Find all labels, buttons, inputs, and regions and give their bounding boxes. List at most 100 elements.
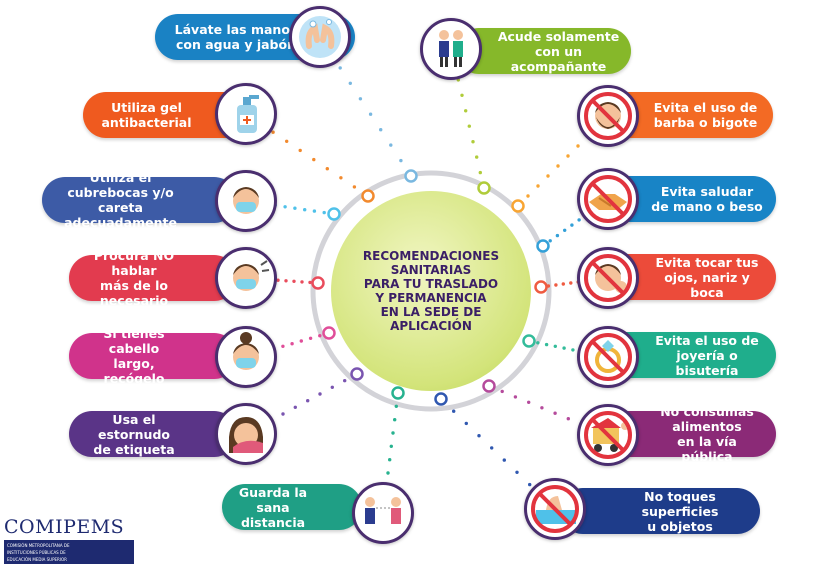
connector-dot xyxy=(318,334,322,338)
companion-icon xyxy=(420,18,482,80)
connector-dot xyxy=(475,155,479,159)
ring-marker xyxy=(327,207,341,221)
recommendation-estornudo: Usa el estornudo de etiqueta xyxy=(69,411,237,457)
gel-icon xyxy=(215,83,277,145)
connector-dot xyxy=(464,421,468,426)
logo-title: COMIPEMS xyxy=(4,516,125,538)
connector-dot xyxy=(548,239,552,243)
connector-dot xyxy=(553,411,557,415)
logo-subtitle: COMISIÓN METROPOLITANA DE INSTITUCIONES … xyxy=(4,540,134,564)
ring-marker xyxy=(511,199,525,213)
connector-dot xyxy=(389,143,393,147)
connector-dot xyxy=(343,379,347,383)
connector-dot xyxy=(298,148,302,153)
connector-dot xyxy=(569,281,573,285)
connector-dot xyxy=(554,283,558,287)
connector-dot xyxy=(399,158,403,163)
connector-dot xyxy=(293,206,297,210)
ring-marker xyxy=(536,239,550,253)
connector-dot xyxy=(285,139,289,143)
connector-dot xyxy=(290,342,294,346)
connector-dot xyxy=(566,154,570,158)
connector-dot xyxy=(544,342,549,347)
connector-dot xyxy=(536,184,540,188)
connector-dot xyxy=(338,66,342,70)
connector-dot xyxy=(300,280,304,284)
connector-dot xyxy=(391,431,395,435)
mask-icon xyxy=(215,170,277,232)
connector-dot xyxy=(325,167,329,171)
connector-dot xyxy=(467,124,471,128)
ring-jewel-icon xyxy=(577,326,639,388)
connector-dot xyxy=(546,174,550,178)
face-touch-icon xyxy=(577,247,639,309)
distance-icon xyxy=(352,482,414,544)
ring-marker xyxy=(391,386,405,400)
ring-marker xyxy=(404,169,418,183)
connector-dot xyxy=(540,406,544,410)
connector-dot xyxy=(306,399,310,403)
connector-dot xyxy=(571,348,575,352)
connector-dot xyxy=(394,404,398,408)
handshake-icon xyxy=(577,168,639,230)
connector-dot xyxy=(490,446,494,450)
food-cart-icon xyxy=(577,404,639,466)
recommendation-superficies: No toques superficies u objetos xyxy=(560,488,760,534)
connector-dot xyxy=(561,282,565,286)
connector-dot xyxy=(477,434,481,438)
connector-dot xyxy=(393,418,397,422)
ring-marker xyxy=(350,367,364,381)
connector-dot xyxy=(276,278,280,282)
ring-marker xyxy=(361,189,375,203)
recommendation-no-hablar: Procura NO hablar más de lo necesario xyxy=(69,248,237,308)
connector-dot xyxy=(478,170,482,175)
connector-dot xyxy=(556,164,560,168)
connector-dot xyxy=(312,209,317,213)
connector-dot xyxy=(386,471,390,475)
connector-dot xyxy=(500,389,504,394)
ring-marker xyxy=(534,280,548,294)
recommendation-acompanante: Acude solamente con un acompañante xyxy=(456,28,631,74)
hair-icon xyxy=(215,326,277,388)
connector-dot xyxy=(271,130,275,134)
connector-dot xyxy=(379,128,383,132)
connector-dot xyxy=(308,336,313,340)
connector-dot xyxy=(526,194,530,198)
connector-dot xyxy=(570,223,574,227)
talk-icon xyxy=(215,247,277,309)
connector-dot xyxy=(553,344,557,348)
outer-ring xyxy=(310,170,552,412)
connector-dot xyxy=(284,279,288,283)
recommendation-sana-distancia: Guarda la sana distancia xyxy=(222,484,362,530)
ring-marker xyxy=(477,181,491,195)
connector-dot xyxy=(502,458,506,462)
connector-dot xyxy=(318,392,322,396)
connector-dot xyxy=(460,93,464,98)
connector-dot xyxy=(389,444,393,448)
ring-marker xyxy=(311,276,325,290)
connector-dot xyxy=(515,470,519,474)
handwash-icon xyxy=(289,6,351,68)
ring-marker xyxy=(482,379,496,393)
connector-dot xyxy=(368,112,373,116)
connector-dot xyxy=(471,140,475,144)
connector-dot xyxy=(303,208,307,212)
connector-dot xyxy=(464,109,468,113)
connector-dot xyxy=(576,144,580,148)
connector-dot xyxy=(563,228,567,232)
center-disc: RECOMENDACIONES SANITARIAS PARA TU TRASL… xyxy=(331,191,531,391)
connector-dot xyxy=(555,233,560,238)
comipems-logo: COMIPEMS COMISIÓN METROPOLITANA DE INSTI… xyxy=(4,516,136,570)
connector-dot xyxy=(283,205,287,209)
ring-marker xyxy=(522,334,536,348)
connector-dot xyxy=(452,409,456,413)
connector-dot xyxy=(527,400,531,404)
recommendation-cubrebocas: Utiliza el cubrebocas y/o careta adecuad… xyxy=(42,170,237,230)
surface-icon xyxy=(524,478,586,540)
connector-dot xyxy=(566,417,570,421)
connector-dot xyxy=(388,458,392,462)
connector-dot xyxy=(312,157,316,162)
connector-dot xyxy=(348,81,352,86)
connector-dot xyxy=(528,482,532,487)
